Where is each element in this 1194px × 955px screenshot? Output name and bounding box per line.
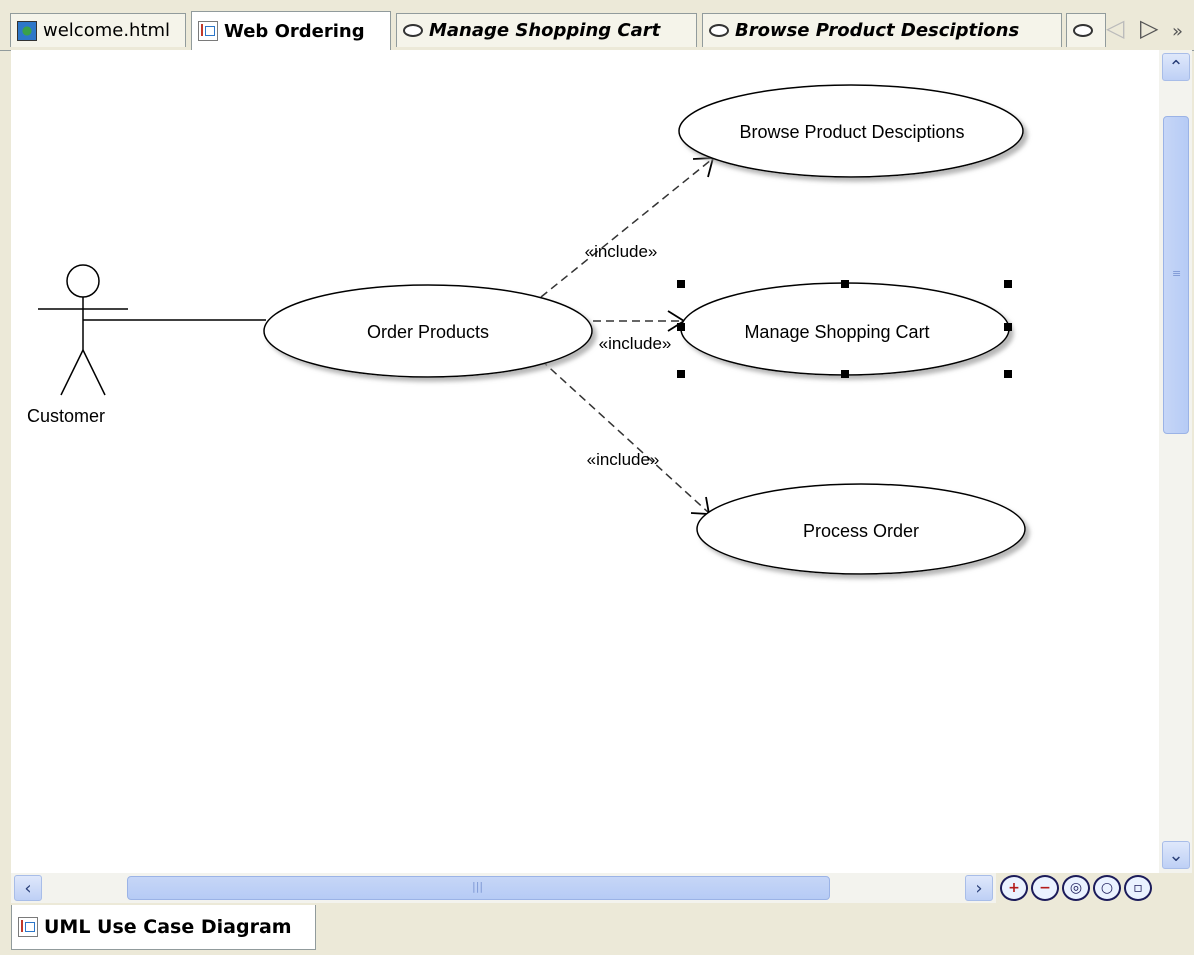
tab-label: Web Ordering: [224, 20, 365, 42]
include-process-label: «include»: [587, 450, 660, 469]
actor-head-icon: [66, 264, 100, 298]
diagram-canvas[interactable]: Customer «include» «include» «include»: [11, 50, 1159, 873]
zoom-in-icon[interactable]: +: [1000, 875, 1028, 901]
tab-label: UML Use Case Diagram: [44, 916, 292, 938]
resize-handle[interactable]: [677, 323, 685, 331]
grip-icon: ≡: [1172, 267, 1182, 280]
tab-label: welcome.html: [43, 20, 171, 41]
scroll-down-icon[interactable]: ⌄: [1162, 841, 1190, 869]
tab-uml-use-case-diagram[interactable]: UML Use Case Diagram: [11, 905, 316, 950]
resize-handle[interactable]: [841, 280, 849, 288]
tab-manage-shopping-cart[interactable]: Manage Shopping Cart: [396, 13, 697, 47]
scroll-tabs-left-icon[interactable]: ◁: [1106, 14, 1125, 42]
use-case-label: Browse Product Desciptions: [739, 122, 964, 142]
grip-icon: |||: [472, 880, 484, 893]
use-case-label: Order Products: [367, 322, 489, 342]
tab-label: Manage Shopping Cart: [429, 20, 661, 41]
tab-overflow-partial[interactable]: [1066, 13, 1106, 47]
zoom-select-icon[interactable]: ▫: [1124, 875, 1152, 901]
scroll-tabs-right-icon[interactable]: ▷: [1140, 14, 1159, 42]
horizontal-scroll-thumb[interactable]: |||: [127, 876, 830, 900]
tab-welcome-html[interactable]: welcome.html: [10, 13, 186, 47]
vertical-scrollbar[interactable]: ⌃ ≡ ⌄: [1159, 50, 1192, 873]
actor-right-leg: [82, 349, 106, 396]
resize-handle[interactable]: [1004, 370, 1012, 378]
use-case-oval-icon: [1073, 24, 1093, 37]
scroll-up-icon[interactable]: ⌃: [1162, 53, 1190, 81]
use-case-diagram-icon: [198, 21, 218, 41]
editor-tab-bar: welcome.html Web Ordering Manage Shoppin…: [0, 0, 1194, 51]
zoom-fit-icon[interactable]: ◎: [1062, 875, 1090, 901]
horizontal-scrollbar[interactable]: ‹ ||| ›: [11, 873, 996, 903]
selection-handles[interactable]: [677, 280, 1012, 378]
zoom-out-icon[interactable]: −: [1031, 875, 1059, 901]
resize-handle[interactable]: [677, 370, 685, 378]
resize-handle[interactable]: [1004, 280, 1012, 288]
scroll-right-icon[interactable]: ›: [965, 875, 993, 901]
resize-handle[interactable]: [841, 370, 849, 378]
include-cart-relation[interactable]: «include»: [593, 310, 686, 353]
resize-handle[interactable]: [677, 280, 685, 288]
use-case-diagram-icon: [18, 917, 38, 937]
tab-label: Browse Product Desciptions: [735, 20, 1020, 41]
use-case-label: Manage Shopping Cart: [744, 322, 929, 342]
tab-browse-product-desciptions[interactable]: Browse Product Desciptions: [702, 13, 1062, 47]
globe-icon: [17, 20, 37, 41]
include-cart-label: «include»: [599, 334, 672, 353]
use-case-process-order[interactable]: Process Order: [696, 483, 1026, 575]
arrowhead-icon: [692, 157, 715, 178]
include-browse-label: «include»: [585, 242, 658, 261]
view-tab-bar: UML Use Case Diagram: [0, 903, 1194, 955]
use-case-oval-icon: [709, 24, 729, 37]
scroll-left-icon[interactable]: ‹: [14, 875, 42, 901]
include-process-relation[interactable]: «include»: [540, 359, 711, 515]
use-case-manage-shopping-cart[interactable]: Manage Shopping Cart: [680, 282, 1010, 376]
include-browse-relation[interactable]: «include»: [540, 157, 715, 298]
tab-web-ordering[interactable]: Web Ordering: [191, 11, 391, 50]
zoom-reset-icon[interactable]: ○: [1093, 875, 1121, 901]
use-case-label: Process Order: [803, 521, 919, 541]
use-case-order-products[interactable]: Order Products: [263, 284, 593, 378]
tab-list-menu-icon[interactable]: »: [1172, 21, 1184, 42]
use-case-diagram: Customer «include» «include» «include»: [27, 84, 1026, 575]
resize-handle[interactable]: [1004, 323, 1012, 331]
use-case-oval-icon: [403, 24, 423, 37]
vertical-scroll-thumb[interactable]: ≡: [1163, 116, 1189, 434]
actor-left-leg: [60, 349, 84, 396]
use-case-browse-product-desciptions[interactable]: Browse Product Desciptions: [678, 84, 1024, 178]
actor-customer[interactable]: Customer: [27, 264, 128, 426]
actor-label: Customer: [27, 406, 105, 426]
